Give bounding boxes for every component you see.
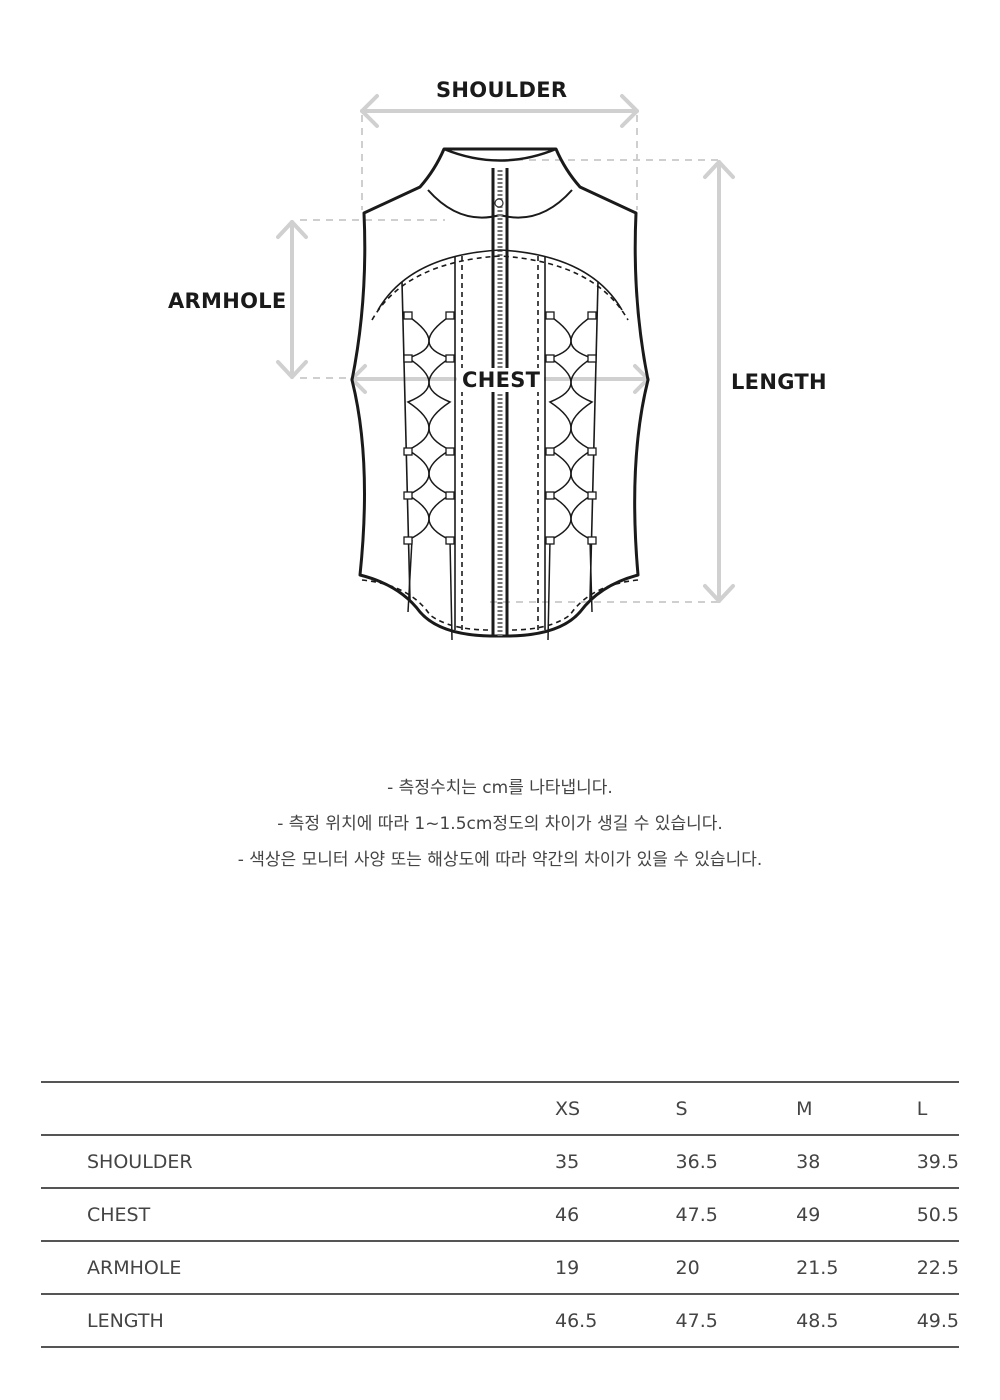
measurement-notes: - 측정수치는 cm를 나타냅니다. - 측정 위치에 따라 1~1.5cm정도… xyxy=(0,770,1000,878)
table-row: SHOULDER 35 36.5 38 39.5 xyxy=(41,1134,959,1189)
chest-label: CHEST xyxy=(458,368,545,392)
table-header-row: XS S M L xyxy=(41,1081,959,1136)
header-m: M xyxy=(796,1081,917,1136)
cell: 46.5 xyxy=(554,1293,676,1348)
note-unit: - 측정수치는 cm를 나타냅니다. xyxy=(387,778,613,798)
cell: 49 xyxy=(796,1187,917,1242)
header-s: S xyxy=(675,1081,797,1136)
table-row: LENGTH 46.5 47.5 48.5 49.5 xyxy=(41,1293,959,1348)
zipper xyxy=(494,170,504,636)
cell: 39.5 xyxy=(916,1134,959,1189)
header-l: L xyxy=(916,1081,959,1136)
row-label: CHEST xyxy=(41,1187,555,1242)
header-xs: XS xyxy=(554,1081,676,1136)
vest-drawing xyxy=(276,94,735,641)
cell: 47.5 xyxy=(675,1187,797,1242)
cell: 46 xyxy=(554,1187,676,1242)
shoulder-label: SHOULDER xyxy=(436,78,568,102)
size-table: XS S M L SHOULDER 35 36.5 38 39.5 CHEST … xyxy=(41,1081,959,1348)
cell: 49.5 xyxy=(916,1293,959,1348)
vest-measurement-diagram: SHOULDER ARMHOLE CHEST LENGTH xyxy=(168,78,827,641)
cell: 36.5 xyxy=(675,1134,797,1189)
cell: 35 xyxy=(554,1134,676,1189)
armhole-label: ARMHOLE xyxy=(168,289,287,313)
header-blank xyxy=(41,1081,555,1136)
table-row: CHEST 46 47.5 49 50.5 xyxy=(41,1187,959,1242)
row-label: ARMHOLE xyxy=(41,1240,555,1295)
table-row: ARMHOLE 19 20 21.5 22.5 xyxy=(41,1240,959,1295)
cell: 21.5 xyxy=(796,1240,917,1295)
length-label: LENGTH xyxy=(731,370,827,394)
cell: 47.5 xyxy=(675,1293,797,1348)
cell: 20 xyxy=(675,1240,797,1295)
note-tolerance: - 측정 위치에 따라 1~1.5cm정도의 차이가 생길 수 있습니다. xyxy=(277,814,723,834)
cell: 19 xyxy=(554,1240,676,1295)
cell: 50.5 xyxy=(916,1187,959,1242)
note-color: - 색상은 모니터 사양 또는 해상도에 따라 약간의 차이가 있을 수 있습니… xyxy=(237,850,763,870)
lacing xyxy=(406,315,594,641)
cell: 22.5 xyxy=(916,1240,959,1295)
cell: 48.5 xyxy=(796,1293,917,1348)
cell: 38 xyxy=(796,1134,917,1189)
row-label: SHOULDER xyxy=(41,1134,555,1189)
row-label: LENGTH xyxy=(41,1293,555,1348)
